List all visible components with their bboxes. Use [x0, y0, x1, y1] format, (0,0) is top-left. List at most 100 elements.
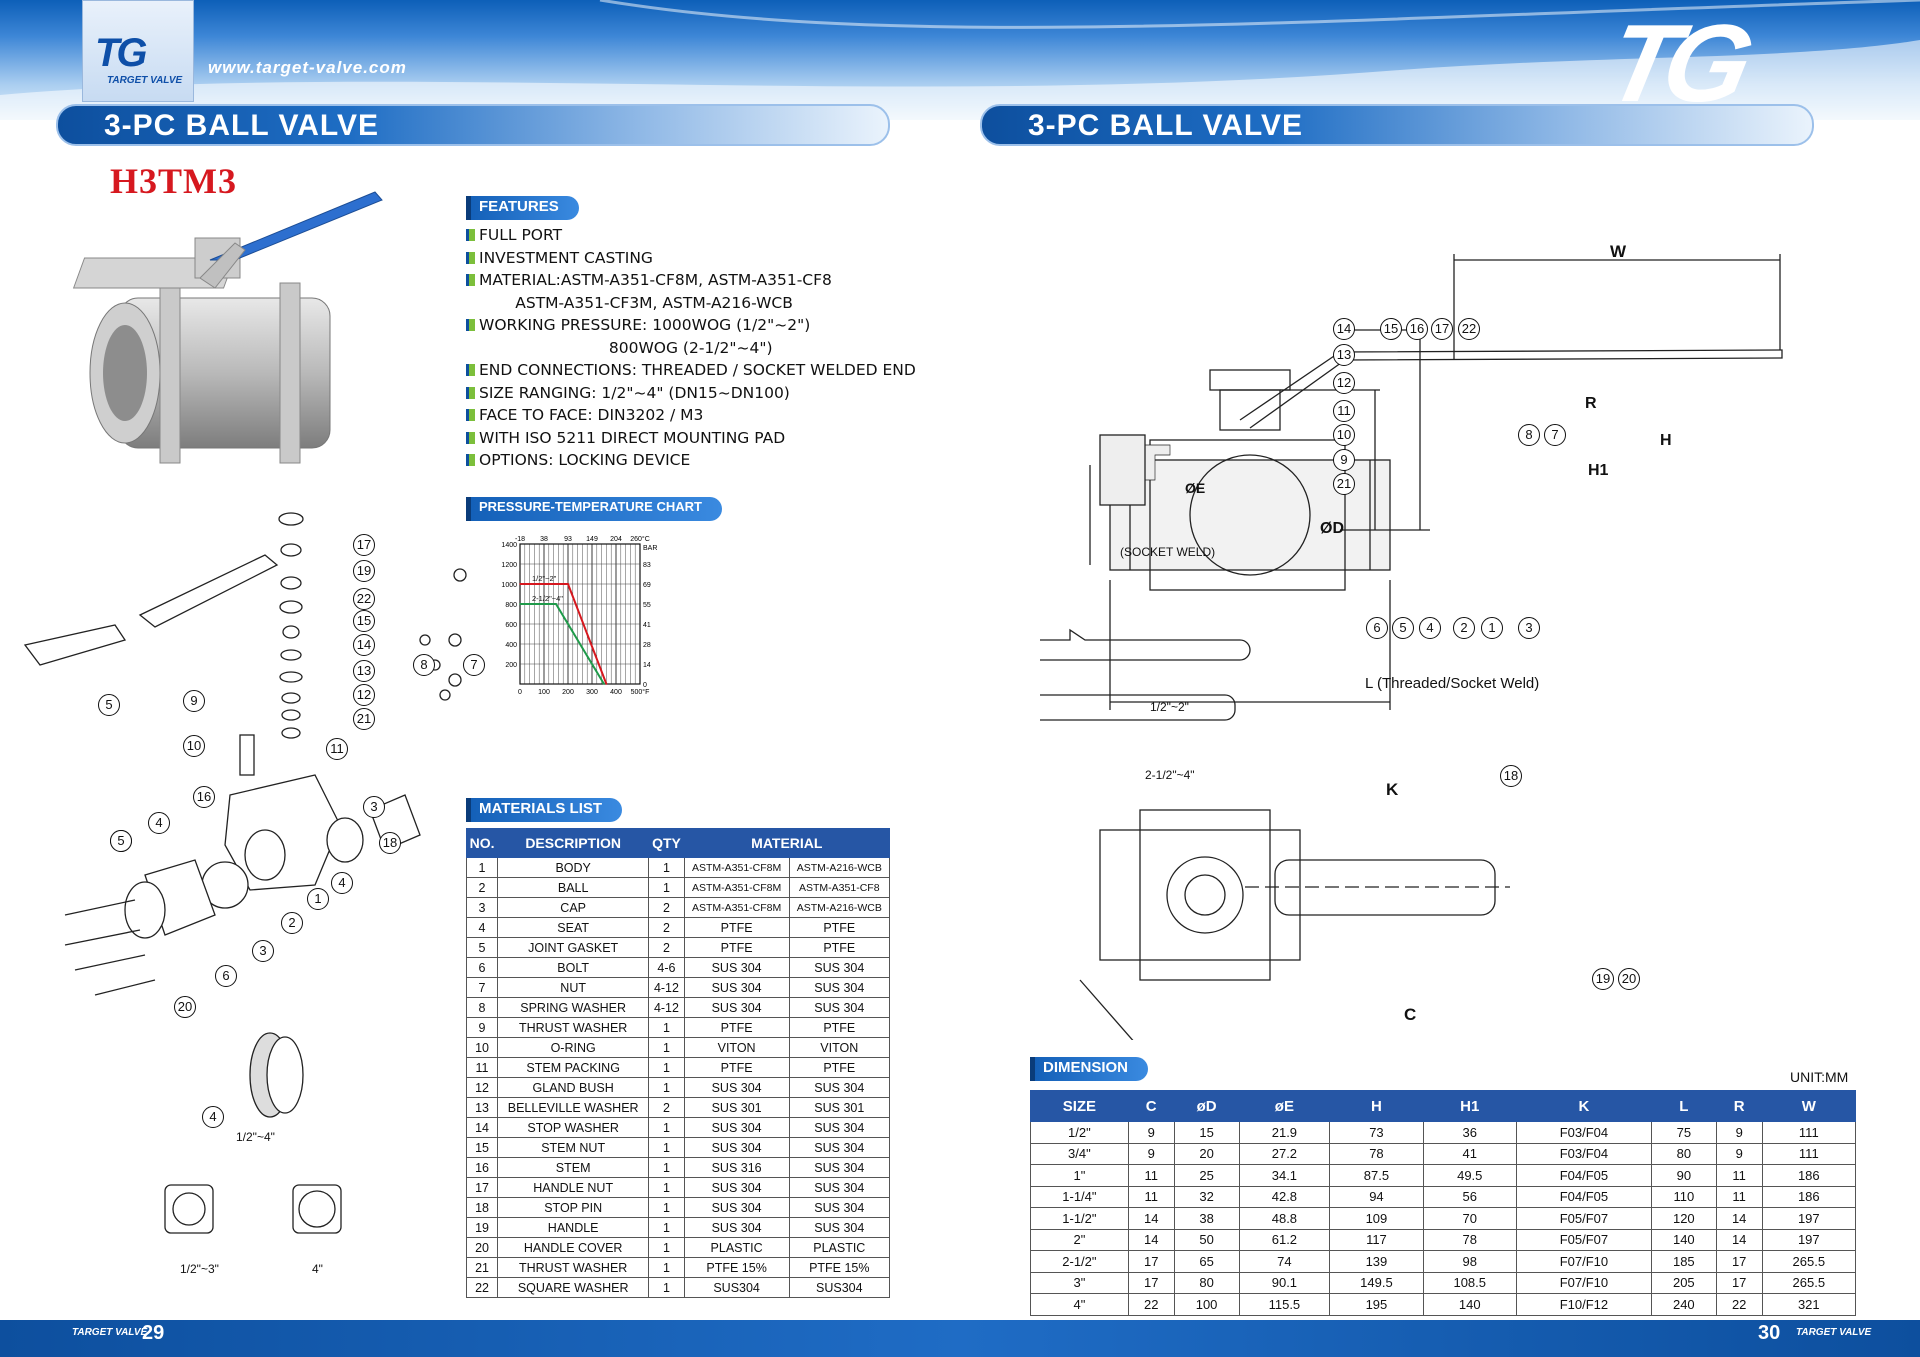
- page-number-left: 29: [142, 1322, 165, 1344]
- part-callout: 12: [353, 684, 375, 706]
- y-right-tick-label: 14: [643, 662, 651, 669]
- dimension-cell: 1/2": [1030, 1121, 1129, 1144]
- materials-cell: PTFE 15%: [683, 1257, 790, 1278]
- model-number: H3TM3: [110, 161, 237, 201]
- materials-cell: SUS 304: [788, 1137, 891, 1158]
- part-callout: 19: [1592, 968, 1614, 990]
- dimension-cell: 185: [1650, 1250, 1717, 1273]
- dim-e-label: ØE: [1185, 480, 1206, 496]
- materials-header-cell: MATERIAL: [683, 828, 891, 858]
- materials-cell: 2: [648, 917, 685, 938]
- dimension-cell: 48.8: [1238, 1207, 1331, 1230]
- materials-cell: ASTM-A351-CF8: [788, 877, 891, 898]
- materials-cell: VITON: [788, 1037, 891, 1058]
- bullet-icon: [466, 409, 475, 421]
- part-callout: 5: [110, 830, 132, 852]
- feature-item: FACE TO FACE: DIN3202 / M3: [466, 406, 703, 424]
- materials-cell: 4-12: [648, 977, 685, 998]
- dimension-cell: 14: [1127, 1207, 1175, 1230]
- materials-cell: PTFE: [683, 1057, 790, 1078]
- bullet-icon: [466, 274, 475, 286]
- materials-cell: 2: [648, 1097, 685, 1118]
- dimension-cell: 149.5: [1329, 1271, 1424, 1294]
- dimension-tag: DIMENSION: [1030, 1057, 1149, 1081]
- dimension-cell: 117: [1329, 1228, 1424, 1251]
- dimension-cell: 1": [1030, 1164, 1129, 1187]
- materials-cell: SUS 304: [788, 977, 891, 998]
- dimension-cell: 61.2: [1238, 1228, 1331, 1251]
- materials-cell: 1: [648, 1077, 685, 1098]
- dimension-cell: 321: [1761, 1293, 1857, 1316]
- series-point: [519, 583, 521, 585]
- part-callout: 4: [202, 1106, 224, 1128]
- materials-cell: 8: [465, 997, 499, 1018]
- series-point: [603, 683, 605, 685]
- dimension-cell: 11: [1715, 1164, 1763, 1187]
- part-callout: 3: [1518, 617, 1540, 639]
- y-right-tick-label: 69: [643, 582, 651, 589]
- materials-cell: ASTM-A351-CF8M: [683, 897, 790, 918]
- materials-cell: BELLEVILLE WASHER: [497, 1097, 650, 1118]
- dimension-cell: 3": [1030, 1271, 1129, 1294]
- dim-r-label: R: [1585, 395, 1597, 412]
- materials-cell: SUS 304: [788, 957, 891, 978]
- y-tick-label: 1400: [501, 542, 517, 549]
- part-callout: 14: [353, 634, 375, 656]
- part-callout: 18: [1500, 765, 1522, 787]
- part-callout: 11: [326, 738, 348, 760]
- dimension-cell: 27.2: [1238, 1142, 1331, 1165]
- series-point: [519, 603, 521, 605]
- materials-cell: O-RING: [497, 1037, 650, 1058]
- part-callout: 1: [307, 888, 329, 910]
- materials-cell: 3: [465, 897, 499, 918]
- dimension-drawing: [1040, 254, 1783, 1040]
- materials-cell: 21: [465, 1257, 499, 1278]
- part-callout: 5: [98, 694, 120, 716]
- dimension-cell: 50: [1173, 1228, 1240, 1251]
- right-page-title: 3-PC BALL VALVE: [1028, 109, 1304, 142]
- logo-text: TG: [95, 31, 148, 75]
- dimension-header-cell: R: [1715, 1090, 1763, 1122]
- materials-cell: SUS 304: [788, 1197, 891, 1218]
- materials-cell: 1: [648, 1017, 685, 1038]
- materials-cell: SUS 304: [788, 1157, 891, 1178]
- dimension-cell: 109: [1329, 1207, 1424, 1230]
- dimension-cell: 90.1: [1238, 1271, 1331, 1294]
- dimension-cell: 1-1/2": [1030, 1207, 1129, 1230]
- footer-band: [0, 1320, 1920, 1357]
- part-callout: 12: [1333, 372, 1355, 394]
- dimension-cell: 186: [1761, 1185, 1857, 1208]
- dimension-cell: 25: [1173, 1164, 1240, 1187]
- dimension-cell: 2": [1030, 1228, 1129, 1251]
- series-point: [555, 603, 557, 605]
- socket-weld-label: (SOCKET WELD): [1120, 545, 1216, 559]
- materials-cell: 10: [465, 1037, 499, 1058]
- materials-cell: PTFE: [683, 917, 790, 938]
- materials-cell: 4-6: [648, 957, 685, 978]
- materials-cell: 12: [465, 1077, 499, 1098]
- materials-cell: JOINT GASKET: [497, 937, 650, 958]
- materials-cell: 2: [648, 897, 685, 918]
- dimension-cell: 78: [1329, 1142, 1424, 1165]
- materials-cell: 4-12: [648, 997, 685, 1018]
- feature-item: INVESTMENT CASTING: [466, 249, 653, 267]
- part-callout: 6: [215, 965, 237, 987]
- materials-cell: 20: [465, 1237, 499, 1258]
- materials-cell: PLASTIC: [788, 1237, 891, 1258]
- dimension-cell: 70: [1422, 1207, 1517, 1230]
- materials-cell: HANDLE: [497, 1217, 650, 1238]
- feature-item: 800WOG (2-1/2"~4"): [466, 339, 773, 357]
- dimension-cell: 22: [1127, 1293, 1175, 1316]
